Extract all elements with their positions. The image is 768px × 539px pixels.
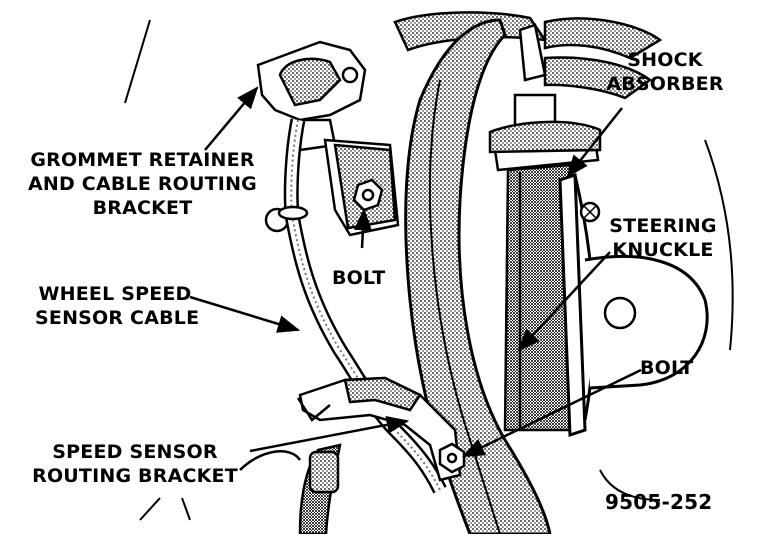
steering-knuckle <box>404 18 709 536</box>
label-steering-knuckle: STEERING KNUCKLE <box>609 215 717 261</box>
label-grommet-retainer: GROMMET RETAINER AND CABLE ROUTING BRACK… <box>28 149 257 219</box>
label-shock-absorber: SHOCK ABSORBER <box>606 49 724 95</box>
figure-number: 9505-252 <box>605 490 713 514</box>
arrow-wheel-speed-sensor-cable <box>189 295 301 333</box>
lower-bolt <box>438 442 466 474</box>
label-wheel-speed-sensor-cable: WHEEL SPEED SENSOR CABLE <box>35 283 200 329</box>
arrow-shock-absorber <box>566 107 623 178</box>
label-bolt-lower: BOLT <box>640 357 694 379</box>
arrow-grommet-retainer <box>204 86 259 151</box>
arrow-bolt-lower <box>461 368 642 458</box>
wheel-speed-sensor-cable <box>277 118 447 494</box>
shock-absorber <box>488 93 602 432</box>
label-speed-sensor-routing-bracket: SPEED SENSOR ROUTING BRACKET <box>32 441 238 487</box>
leader-arrows <box>189 86 642 458</box>
speed-sensor-routing-bracket <box>296 376 462 482</box>
arrow-steering-knuckle <box>517 251 611 352</box>
upper-bolt <box>352 178 384 212</box>
label-bolt-upper: BOLT <box>332 267 386 289</box>
arrow-routing-bracket <box>249 415 410 453</box>
arrow-bolt-upper <box>353 207 372 249</box>
sensor-connector <box>239 443 342 536</box>
